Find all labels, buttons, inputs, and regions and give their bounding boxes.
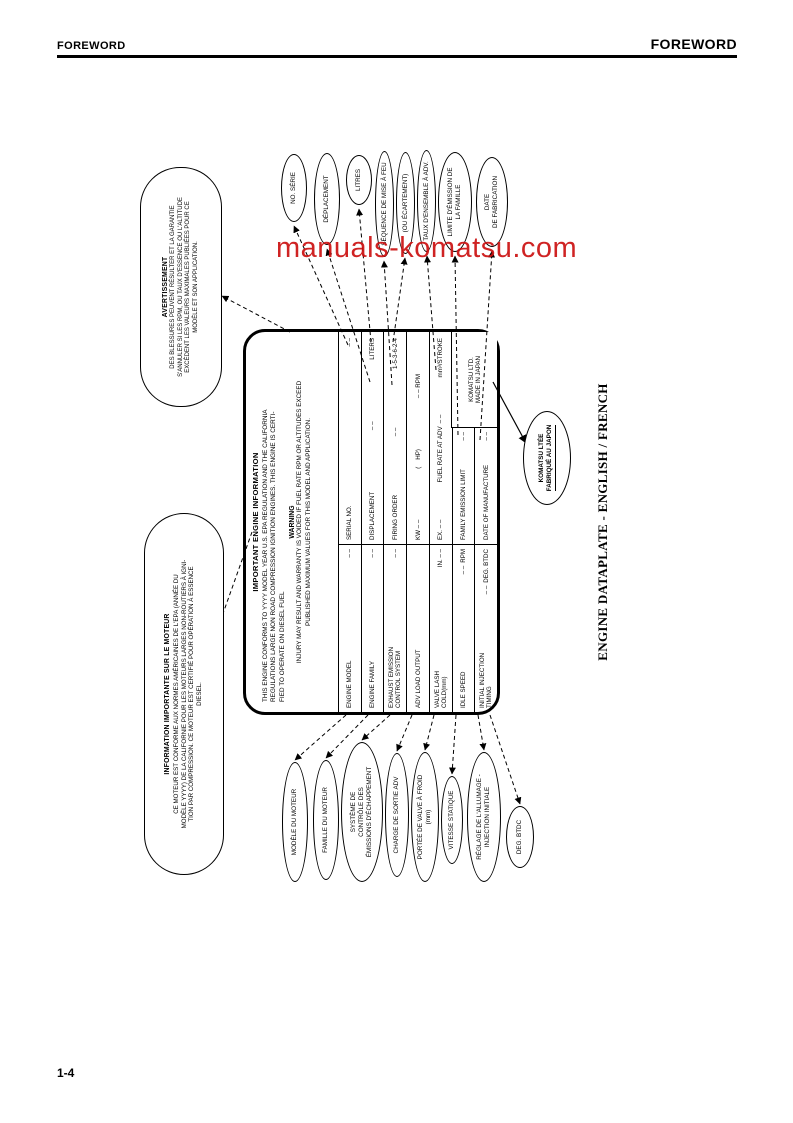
maker-leader-line (492, 381, 527, 444)
callout-label: LIMITE D'ÉMISSION DE LA FAMILLE (447, 167, 462, 237)
callout-deg-btdc-fr: DEG. BTDC (506, 806, 534, 868)
callout-label: DATE DE FABRICATION (484, 176, 499, 229)
header-rule (57, 55, 737, 58)
callout-label: CHARGE DE SORTIE ADV (393, 776, 401, 854)
callout-label: PORTÉE DE VALVE À FROID (mm) (417, 774, 432, 860)
callout-valve-lash-fr: PORTÉE DE VALVE À FROID (mm) (411, 752, 439, 882)
callout-label: DÉPLACEMENT (323, 175, 331, 223)
callout-label: (OU ÉCARTEMENT) (401, 173, 409, 233)
callout-warning-fr: AVERTISSEMENT DES BLESSURES PEUVENT RÉSU… (140, 167, 222, 407)
callout-liters-fr: LITRES (346, 155, 372, 205)
callout-label: TAUX D'ENSEMBLE À ADV. (422, 161, 430, 241)
callout-info-fr-title: INFORMATION IMPORTANTE SUR LE MOTEUR (164, 613, 172, 775)
callout-label: NO. SÉRIE (290, 172, 298, 204)
callout-label: FAMILLE DU MOTEUR (322, 787, 330, 853)
header-foreword-left: FOREWORD (57, 40, 126, 52)
callout-emission-system-fr: SYSTÈME DE CONTRÔLE DES ÉMISSIONS D'ÉCHA… (341, 742, 383, 882)
site-watermark: manuals-komatsu.com (276, 232, 578, 264)
callout-label: VITESSE STATIQUE (448, 790, 456, 850)
callout-injection-timing-fr: RÉGLAGE DE L'ALLUMAGE - INJECTION INITIA… (467, 752, 501, 882)
callout-engine-family-fr: FAMILLE DU MOTEUR (313, 760, 339, 880)
callout-maker-fr: KOMATSU LTÉE FABRIQUÉ AU JAPON (523, 411, 571, 505)
callout-idle-speed-fr: VITESSE STATIQUE (441, 776, 463, 864)
leader-lines-group (208, 208, 522, 805)
callout-info-fr-text: CE MOTEUR EST CONFORME AUX NORMES AMÉRIC… (172, 559, 204, 829)
page-number: 1-4 (57, 1066, 75, 1080)
callout-label: DEG. BTDC (516, 819, 524, 855)
callout-label: RÉGLAGE DE L'ALLUMAGE - INJECTION INITIA… (476, 774, 491, 860)
callout-label: MODÈLE DU MOTEUR (291, 788, 299, 856)
callout-info-fr: INFORMATION IMPORTANTE SUR LE MOTEUR CE … (144, 513, 224, 875)
callout-label: SYSTÈME DE CONTRÔLE DES ÉMISSIONS D'ÉCHA… (350, 766, 373, 858)
callout-warning-fr-text: DES BLESSURES PEUVENT RÉSULTER ET LA GAR… (170, 197, 199, 377)
callout-serial-no-fr: NO. SÉRIE (281, 154, 307, 222)
callout-engine-model-fr: MODÈLE DU MOTEUR (282, 762, 308, 882)
callout-label: LITRES (355, 168, 363, 192)
callout-adv-output-fr: CHARGE DE SORTIE ADV (385, 753, 409, 877)
callout-maker-fr-label: KOMATSU LTÉE FABRIQUÉ AU JAPON (538, 424, 556, 492)
leader-lines (208, 208, 527, 805)
header-foreword-right: FOREWORD (650, 36, 737, 52)
engine-dataplate-diagram: INFORMATION IMPORTANTE SUR LE MOTEUR CE … (140, 150, 640, 890)
